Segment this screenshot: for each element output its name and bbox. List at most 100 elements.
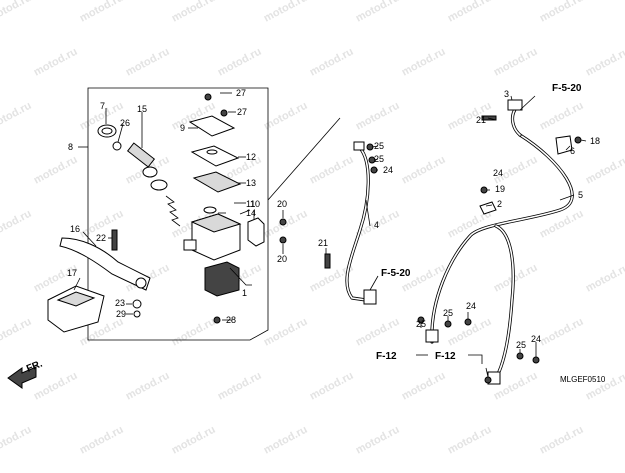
part-number-label[interactable]: 18 <box>590 136 600 146</box>
part-18-bolt <box>574 136 582 144</box>
part-number-label[interactable]: 24 <box>466 301 476 311</box>
part-number-label[interactable]: 6 <box>570 146 575 156</box>
ref-f-12-left[interactable]: F-12 <box>376 351 397 362</box>
master-cylinder-body <box>183 213 242 297</box>
part-27-screw-a <box>204 93 212 101</box>
part-number-label[interactable]: 4 <box>374 220 379 230</box>
watermark-text: motod.ru <box>0 100 34 133</box>
ref-f-5-20-top[interactable]: F-5-20 <box>552 83 582 94</box>
hose-fitting-top <box>353 141 365 151</box>
part-number-label[interactable]: 24 <box>531 334 541 344</box>
ref-f-5-20-middle[interactable]: F-5-20 <box>381 268 411 279</box>
part-number-label[interactable]: 25 <box>516 340 526 350</box>
part-number-label[interactable]: 25 <box>374 141 384 151</box>
part-number-label[interactable]: 3 <box>504 89 509 99</box>
front-arrow <box>7 366 37 389</box>
watermark-text: motod.ru <box>32 370 80 403</box>
part-29-washer <box>133 310 141 318</box>
body-top <box>190 213 242 233</box>
watermark-text: motod.ru <box>354 316 402 349</box>
watermark-text: motod.ru <box>78 424 126 457</box>
part-number-label[interactable]: 17 <box>67 268 77 278</box>
part-number-label[interactable]: 21 <box>318 238 328 248</box>
ref-f-12-right[interactable]: F-12 <box>435 351 456 362</box>
brake-lever <box>59 229 151 291</box>
part-number-label[interactable]: 14 <box>246 208 256 218</box>
leader-lines <box>73 92 587 378</box>
part-22-bolt <box>111 229 118 251</box>
part-9-cap <box>188 115 236 137</box>
part-number-label[interactable]: 9 <box>180 123 185 133</box>
part-24-bolt-c <box>532 356 540 364</box>
piston-kit <box>97 124 181 227</box>
watermark-text: motod.ru <box>170 424 218 457</box>
watermark-text: motod.ru <box>354 0 402 25</box>
watermark-text: motod.ru <box>0 316 34 349</box>
piston-cup <box>142 166 158 178</box>
watermark-text: motod.ru <box>124 46 172 79</box>
part-13-diaphragm <box>192 171 242 193</box>
watermark-text: motod.ru <box>262 0 310 25</box>
watermark-text: motod.ru <box>216 370 264 403</box>
part-number-label[interactable]: 8 <box>68 142 73 152</box>
watermark-text: motod.ru <box>124 370 172 403</box>
label-layer: 1234567891011121314151617181920202121222… <box>67 88 600 350</box>
part-number-label[interactable]: 10 <box>250 199 260 209</box>
part-number-label[interactable]: 25 <box>416 319 426 329</box>
part-number-label[interactable]: 27 <box>236 88 246 98</box>
part-19-bolt <box>480 186 488 194</box>
part-number-label[interactable]: 20 <box>277 254 287 264</box>
part-number-label[interactable]: 15 <box>137 104 147 114</box>
watermark-text: motod.ru <box>32 46 80 79</box>
part-number-label[interactable]: 24 <box>383 165 393 175</box>
part-number-label[interactable]: 19 <box>495 184 505 194</box>
lever-pivot <box>135 277 147 289</box>
watermark-text: motod.ru <box>400 46 448 79</box>
diagram-code: MLGEF0510 <box>560 375 606 384</box>
watermark-text: motod.ru <box>262 424 310 457</box>
watermark-text: motod.ru <box>584 262 625 295</box>
watermark-text: motod.ru <box>354 424 402 457</box>
part-number-label[interactable]: 2 <box>497 199 502 209</box>
part-number-label[interactable]: 1 <box>242 288 247 298</box>
holder-and-bolt <box>239 209 265 247</box>
watermark-text: motod.ru <box>0 208 34 241</box>
part-15-piston <box>126 142 156 168</box>
brake-hose-4 <box>324 141 378 305</box>
hose-fitting-bottom <box>363 289 377 305</box>
part-number-label[interactable]: 29 <box>116 309 126 319</box>
part-number-label[interactable]: 22 <box>96 233 106 243</box>
watermark-text: motod.ru <box>0 0 34 25</box>
watermark-text: motod.ru <box>170 316 218 349</box>
part-number-label[interactable]: 20 <box>277 199 287 209</box>
part-number-label[interactable]: 21 <box>476 115 486 125</box>
body-port <box>183 239 197 251</box>
part-24-bolt-b <box>464 318 472 326</box>
part-27-screw-b <box>220 109 228 117</box>
part-number-label[interactable]: 25 <box>374 154 384 164</box>
part-10-holder <box>247 217 265 247</box>
part-25-washer-f <box>484 376 492 384</box>
part-number-label[interactable]: 12 <box>246 152 256 162</box>
part-number-label[interactable]: 11 <box>246 199 255 209</box>
part-number-label[interactable]: 27 <box>237 107 247 117</box>
watermark-text: motod.ru <box>262 100 310 133</box>
part-number-label[interactable]: 13 <box>246 178 256 188</box>
part-number-label[interactable]: 16 <box>70 224 80 234</box>
part-number-label[interactable]: 23 <box>115 298 125 308</box>
part-number-label[interactable]: 5 <box>578 190 583 200</box>
part-number-label[interactable]: 24 <box>493 168 503 178</box>
watermark-text: motod.ru <box>308 46 356 79</box>
watermark-text: motod.ru <box>492 46 540 79</box>
part-number-label[interactable]: 25 <box>443 308 453 318</box>
part-number-label[interactable]: 28 <box>226 315 236 325</box>
watermark-text: motod.ru <box>170 0 218 25</box>
part-11-bolt <box>239 209 251 215</box>
watermark-text: motod.ru <box>0 424 34 457</box>
part-28-screw <box>213 316 221 324</box>
part-number-label[interactable]: 26 <box>120 118 130 128</box>
part-number-label[interactable]: 7 <box>100 101 105 111</box>
reservoir-cap-set <box>188 115 242 214</box>
